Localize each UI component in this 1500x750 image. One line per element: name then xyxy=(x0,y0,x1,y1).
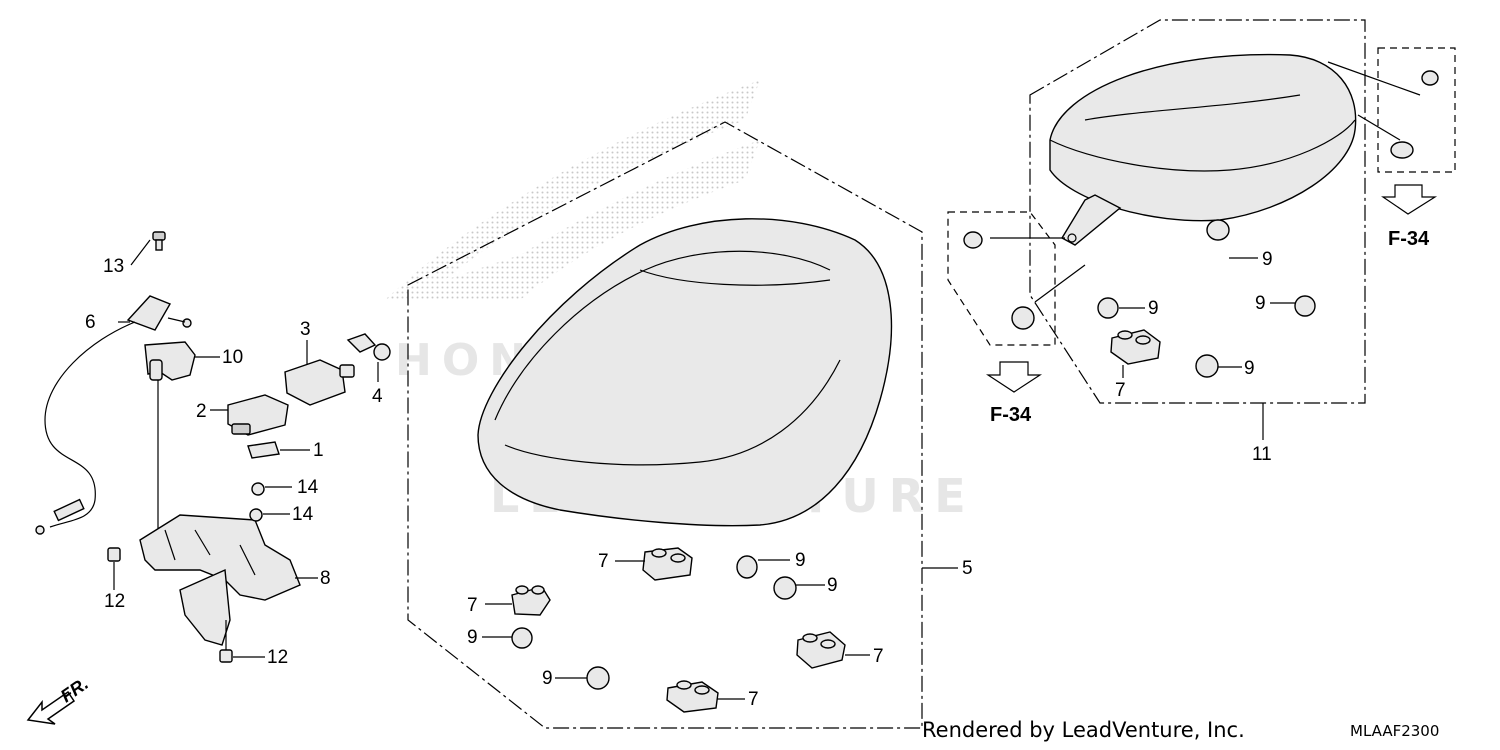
callout-7a[interactable]: 7 xyxy=(598,551,609,572)
ref-box-left xyxy=(947,211,1086,346)
grommet-9b[interactable] xyxy=(773,576,797,600)
rubber-block-7e[interactable] xyxy=(1110,329,1161,365)
front-arrow-icon xyxy=(26,690,76,725)
callout-10[interactable]: 10 xyxy=(222,347,243,368)
terminal-4[interactable] xyxy=(346,333,391,361)
callout-9c[interactable]: 9 xyxy=(467,627,478,648)
grommet-9a[interactable] xyxy=(736,555,758,579)
grommet-9d[interactable] xyxy=(586,666,610,690)
clip-nut-12a[interactable] xyxy=(107,547,121,562)
bolt-13[interactable] xyxy=(152,231,166,251)
callout-7d[interactable]: 7 xyxy=(748,689,759,710)
seat-lock-assembly xyxy=(35,231,391,663)
rubber-block-7a[interactable] xyxy=(642,547,693,581)
callout-12b[interactable]: 12 xyxy=(267,647,288,668)
callouts: 13 6 10 3 4 2 1 14 14 8 12 12 5 7 9 9 7 … xyxy=(85,249,1273,710)
diagram-code: MLAAF2300 xyxy=(1350,722,1440,740)
seat-lock-holder-10[interactable] xyxy=(144,341,196,381)
callout-9a[interactable]: 9 xyxy=(795,550,806,571)
grommet-9g[interactable] xyxy=(1294,295,1316,317)
rear-seat-11[interactable] xyxy=(1029,19,1366,404)
callout-1[interactable]: 1 xyxy=(313,440,324,461)
rubber-block-7c[interactable] xyxy=(796,631,846,669)
main-seat-hardware xyxy=(511,547,846,713)
front-direction-indicator: FR. xyxy=(26,673,92,725)
ref-label-right[interactable]: F-34 xyxy=(1388,228,1430,250)
connector-3[interactable] xyxy=(284,359,355,406)
honda-wing-logo xyxy=(385,80,760,300)
rear-seat-hardware xyxy=(1097,219,1316,378)
control-unit-2[interactable] xyxy=(227,394,289,436)
grommet-9h[interactable] xyxy=(1195,354,1219,378)
screw-14b[interactable] xyxy=(249,508,263,522)
callout-5[interactable]: 5 xyxy=(962,558,973,579)
callout-9e[interactable]: 9 xyxy=(1262,249,1273,270)
screw-14a[interactable] xyxy=(251,482,265,496)
callout-14b[interactable]: 14 xyxy=(292,504,314,525)
ref-arrow-right[interactable] xyxy=(1381,184,1438,215)
callout-14a[interactable]: 14 xyxy=(297,477,319,498)
callout-9h[interactable]: 9 xyxy=(1244,358,1255,379)
callout-7c[interactable]: 7 xyxy=(873,646,884,667)
grommet-9c[interactable] xyxy=(511,627,533,649)
leader-lines xyxy=(113,257,1295,700)
seat-lock-cable-6[interactable] xyxy=(35,295,192,535)
callout-7e[interactable]: 7 xyxy=(1115,380,1126,401)
callout-6[interactable]: 6 xyxy=(85,312,96,333)
rubber-block-7b[interactable] xyxy=(511,585,551,616)
callout-12a[interactable]: 12 xyxy=(104,591,125,612)
rubber-block-7d[interactable] xyxy=(666,680,719,713)
grommet-9f[interactable] xyxy=(1097,297,1119,319)
seat-lock-bracket-8[interactable] xyxy=(139,514,301,646)
pad-1[interactable] xyxy=(247,441,280,459)
clip-nut-12b[interactable] xyxy=(219,649,233,663)
ref-box-right xyxy=(1327,47,1456,173)
ref-arrow-left[interactable] xyxy=(985,361,1043,393)
callout-8[interactable]: 8 xyxy=(320,568,331,589)
callout-9f[interactable]: 9 xyxy=(1148,298,1159,319)
callout-9g[interactable]: 9 xyxy=(1255,293,1266,314)
callout-13[interactable]: 13 xyxy=(103,256,124,277)
ref-label-left[interactable]: F-34 xyxy=(990,404,1032,426)
callout-9b[interactable]: 9 xyxy=(827,575,838,596)
callout-3[interactable]: 3 xyxy=(300,319,311,340)
callout-11[interactable]: 11 xyxy=(1252,444,1272,465)
callout-4[interactable]: 4 xyxy=(372,386,383,407)
callout-2[interactable]: 2 xyxy=(196,401,207,422)
main-seat-5[interactable] xyxy=(407,121,923,729)
callout-9d[interactable]: 9 xyxy=(542,668,553,689)
callout-7b[interactable]: 7 xyxy=(467,595,478,616)
rendered-by-credit: Rendered by LeadVenture, Inc. xyxy=(922,718,1245,742)
grommet-9e[interactable] xyxy=(1206,219,1230,241)
